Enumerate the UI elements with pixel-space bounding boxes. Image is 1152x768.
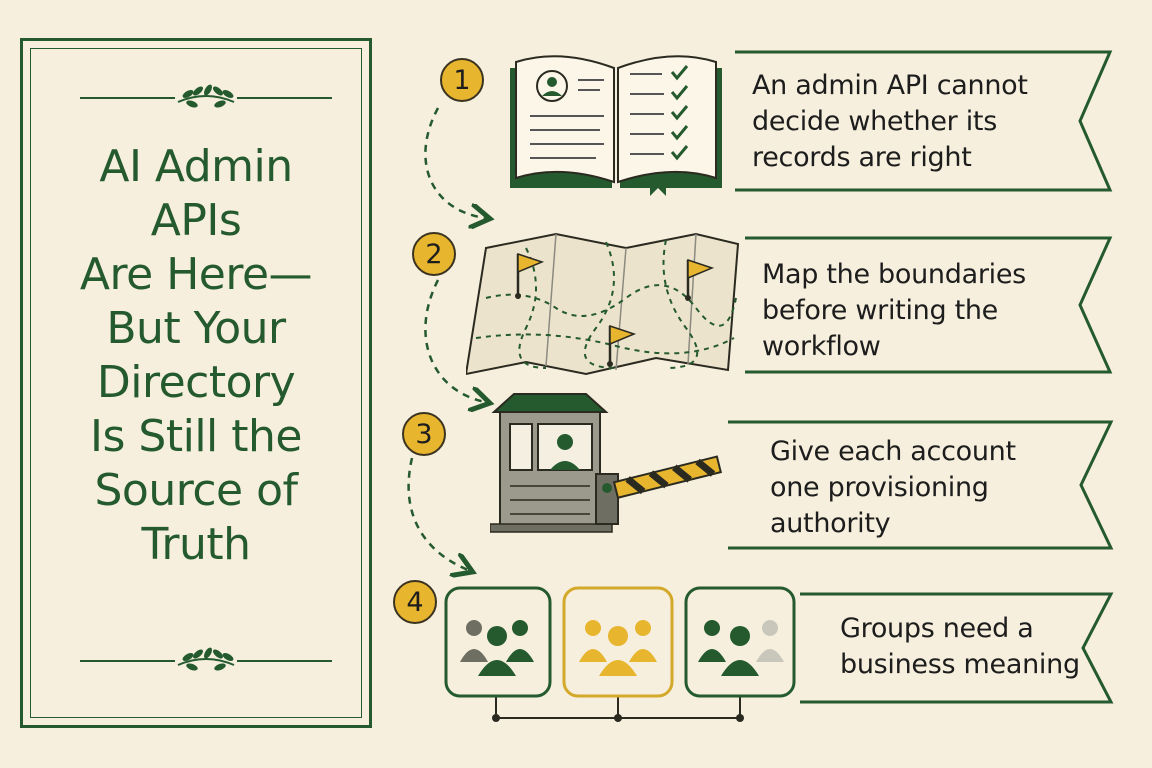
caption-line: Map the boundaries: [762, 259, 1026, 290]
step-banner: [728, 420, 1114, 550]
caption-line: one provisioning: [770, 472, 989, 503]
step-number-badge: 3: [402, 412, 446, 456]
guard-booth-icon: [490, 393, 722, 533]
map-with-flags-icon: [466, 232, 740, 376]
step-number-badge: 2: [412, 232, 456, 276]
step-banner: [800, 592, 1114, 704]
step-caption: An admin API cannot decide whether its r…: [752, 68, 1072, 176]
arrow-2-to-3: [424, 279, 485, 402]
caption-line: before writing the: [762, 295, 998, 326]
step-number: 2: [425, 238, 443, 270]
user-groups-icon: [444, 586, 796, 722]
laurel-divider-top-icon: [80, 84, 332, 108]
arrow-1-to-2: [424, 107, 485, 218]
title-panel: [20, 38, 372, 728]
title-line: But Your: [106, 303, 286, 354]
step-banner: [735, 50, 1113, 192]
title-line: AI Admin: [99, 141, 293, 192]
arrow-3-to-4: [407, 457, 468, 570]
open-book-icon: [510, 55, 722, 196]
caption-line: business meaning: [840, 649, 1080, 680]
title-line: APIs: [150, 195, 242, 246]
step-number: 4: [406, 586, 424, 618]
laurel-divider-bottom-icon: [80, 647, 332, 671]
title-line: Source of Truth: [94, 465, 298, 570]
caption-line: Give each account: [770, 436, 1016, 467]
step-number: 3: [415, 418, 433, 450]
caption-line: Groups need a: [840, 613, 1034, 644]
step-caption: Groups need a business meaning: [840, 611, 1080, 683]
step-banner: [745, 236, 1113, 374]
step-caption: Map the boundaries before writing the wo…: [762, 257, 1082, 365]
caption-line: records are right: [752, 142, 972, 173]
title-line: Directory: [96, 357, 296, 408]
step-number: 1: [453, 64, 471, 96]
step-number-badge: 4: [393, 580, 437, 624]
flow-arrows: [407, 107, 510, 590]
caption-line: workflow: [762, 331, 881, 362]
step-number-badge: 1: [440, 58, 484, 102]
page-title: AI Admin APIs Are Here— But Your Directo…: [42, 140, 350, 572]
title-line: Are Here—: [79, 249, 313, 300]
caption-line: An admin API cannot: [752, 70, 1028, 101]
caption-line: decide whether its: [752, 106, 997, 137]
step-caption: Give each account one provisioning autho…: [770, 434, 1090, 542]
caption-line: authority: [770, 508, 891, 539]
title-line: Is Still the: [90, 411, 302, 462]
title-panel-inner-border: [30, 48, 362, 718]
